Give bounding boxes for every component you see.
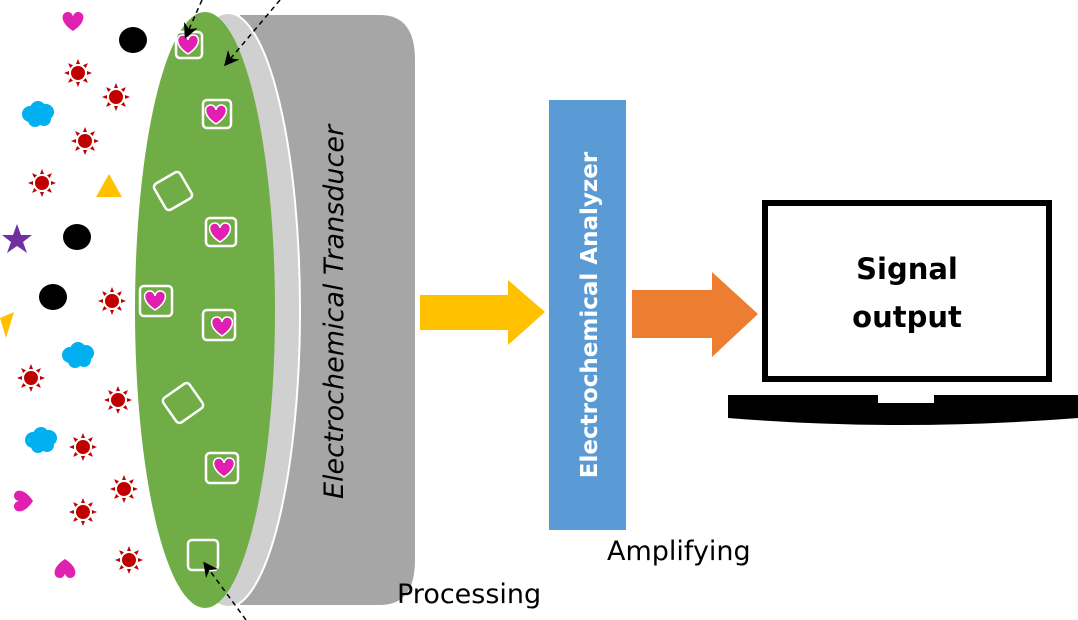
sun-particles: [17, 59, 143, 574]
signal-output-line1: Signal: [856, 252, 958, 286]
transducer-label: Electrochemical Transducer: [319, 123, 350, 499]
electrochemical-analyzer: [549, 100, 626, 530]
amplifying-label: Amplifying: [607, 536, 751, 567]
signal-output-line2: output: [852, 300, 962, 334]
circle-particles: [39, 27, 147, 310]
laptop-icon: [728, 200, 1078, 425]
analyzer-label: Electrochemical Analyzer: [577, 151, 603, 478]
dashed-arrows: [184, 0, 281, 620]
star-particle: [2, 224, 32, 253]
cloud-particles: [22, 101, 94, 453]
receptor-squares: [138, 30, 240, 572]
processing-arrow: [420, 280, 545, 345]
amplifying-arrow: [632, 272, 758, 357]
triangle-particles: [0, 174, 122, 338]
processing-label: Processing: [397, 579, 541, 610]
